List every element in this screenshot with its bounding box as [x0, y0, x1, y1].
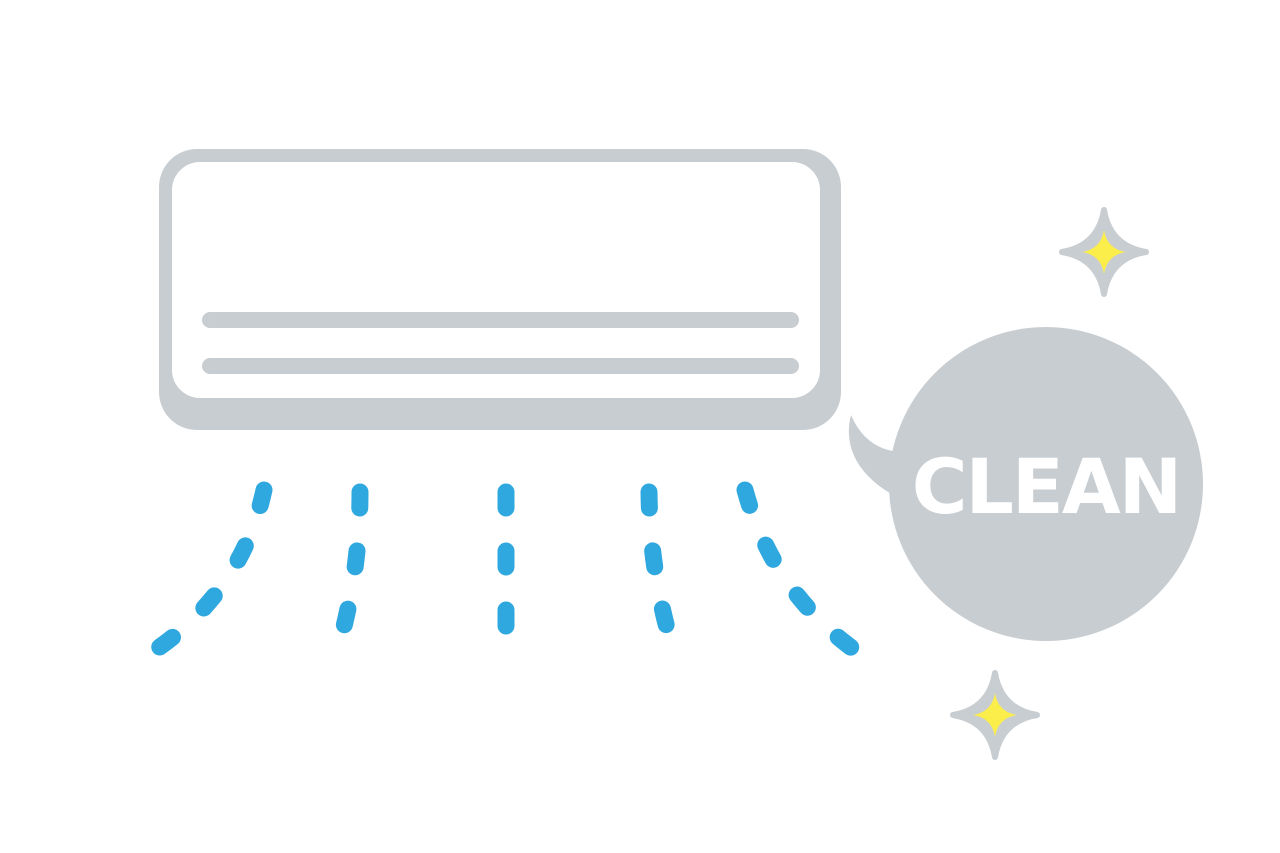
- airflow-lines: [128, 481, 881, 671]
- air-conditioner-icon: [159, 149, 841, 430]
- airflow-line: [640, 483, 686, 671]
- airflow-line: [736, 481, 881, 671]
- speech-bubble: CLEAN: [848, 327, 1203, 641]
- clean-label: CLEAN: [912, 442, 1181, 531]
- airflow-line: [128, 481, 273, 671]
- speech-bubble-circle: [889, 327, 1203, 641]
- sparkle-icon: [950, 670, 1040, 760]
- ac-unit-face: [172, 162, 820, 398]
- speech-bubble-tail: [848, 415, 900, 496]
- airflow-line: [325, 483, 369, 671]
- sparkle-icon: [1059, 207, 1149, 297]
